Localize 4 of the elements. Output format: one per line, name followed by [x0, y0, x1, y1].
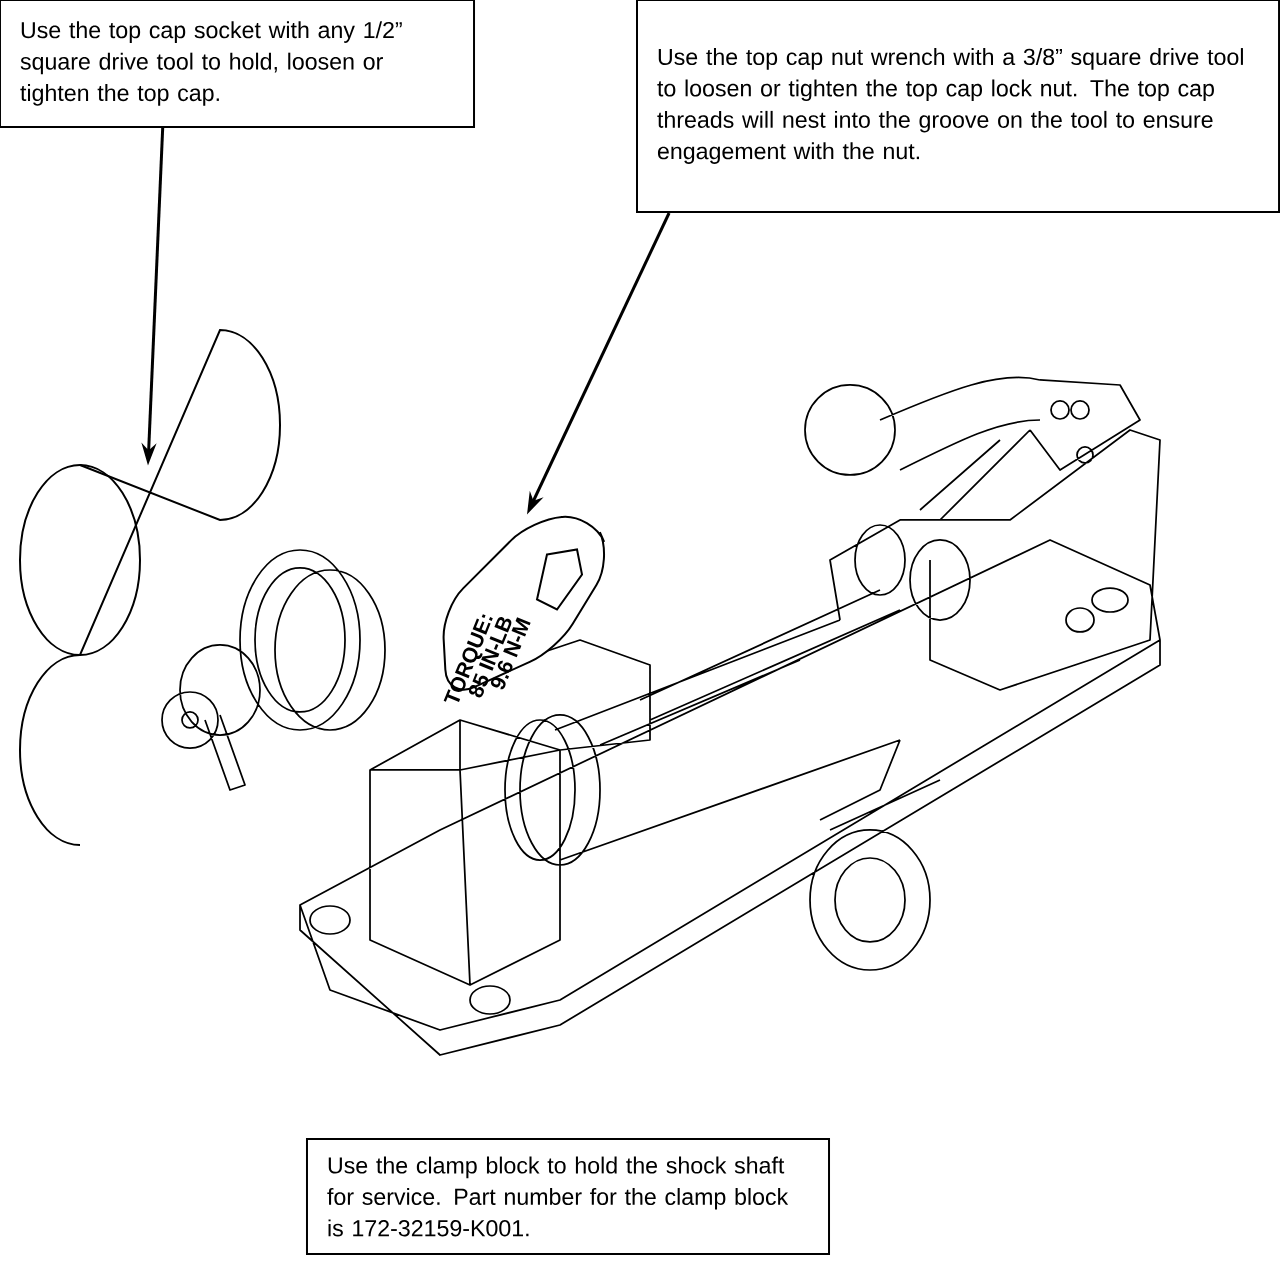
callout-box: Use the top cap socket with any 1/2” square drive tool to hold, loosen or tighten the top cap.	[0, 0, 475, 128]
socket-drawing	[19, 329, 281, 846]
callout-box: Use the clamp block to hold the shock shaft for service. Part number for the clamp block is 172-32159-K001.	[306, 1138, 830, 1255]
callout-box: Use the top cap nut wrench with a 3/8” square drive tool to loosen or tighten the top cap lock nut. The top cap threads will nest into the groove on the tool to ensure engagement with the nut.	[636, 0, 1281, 213]
